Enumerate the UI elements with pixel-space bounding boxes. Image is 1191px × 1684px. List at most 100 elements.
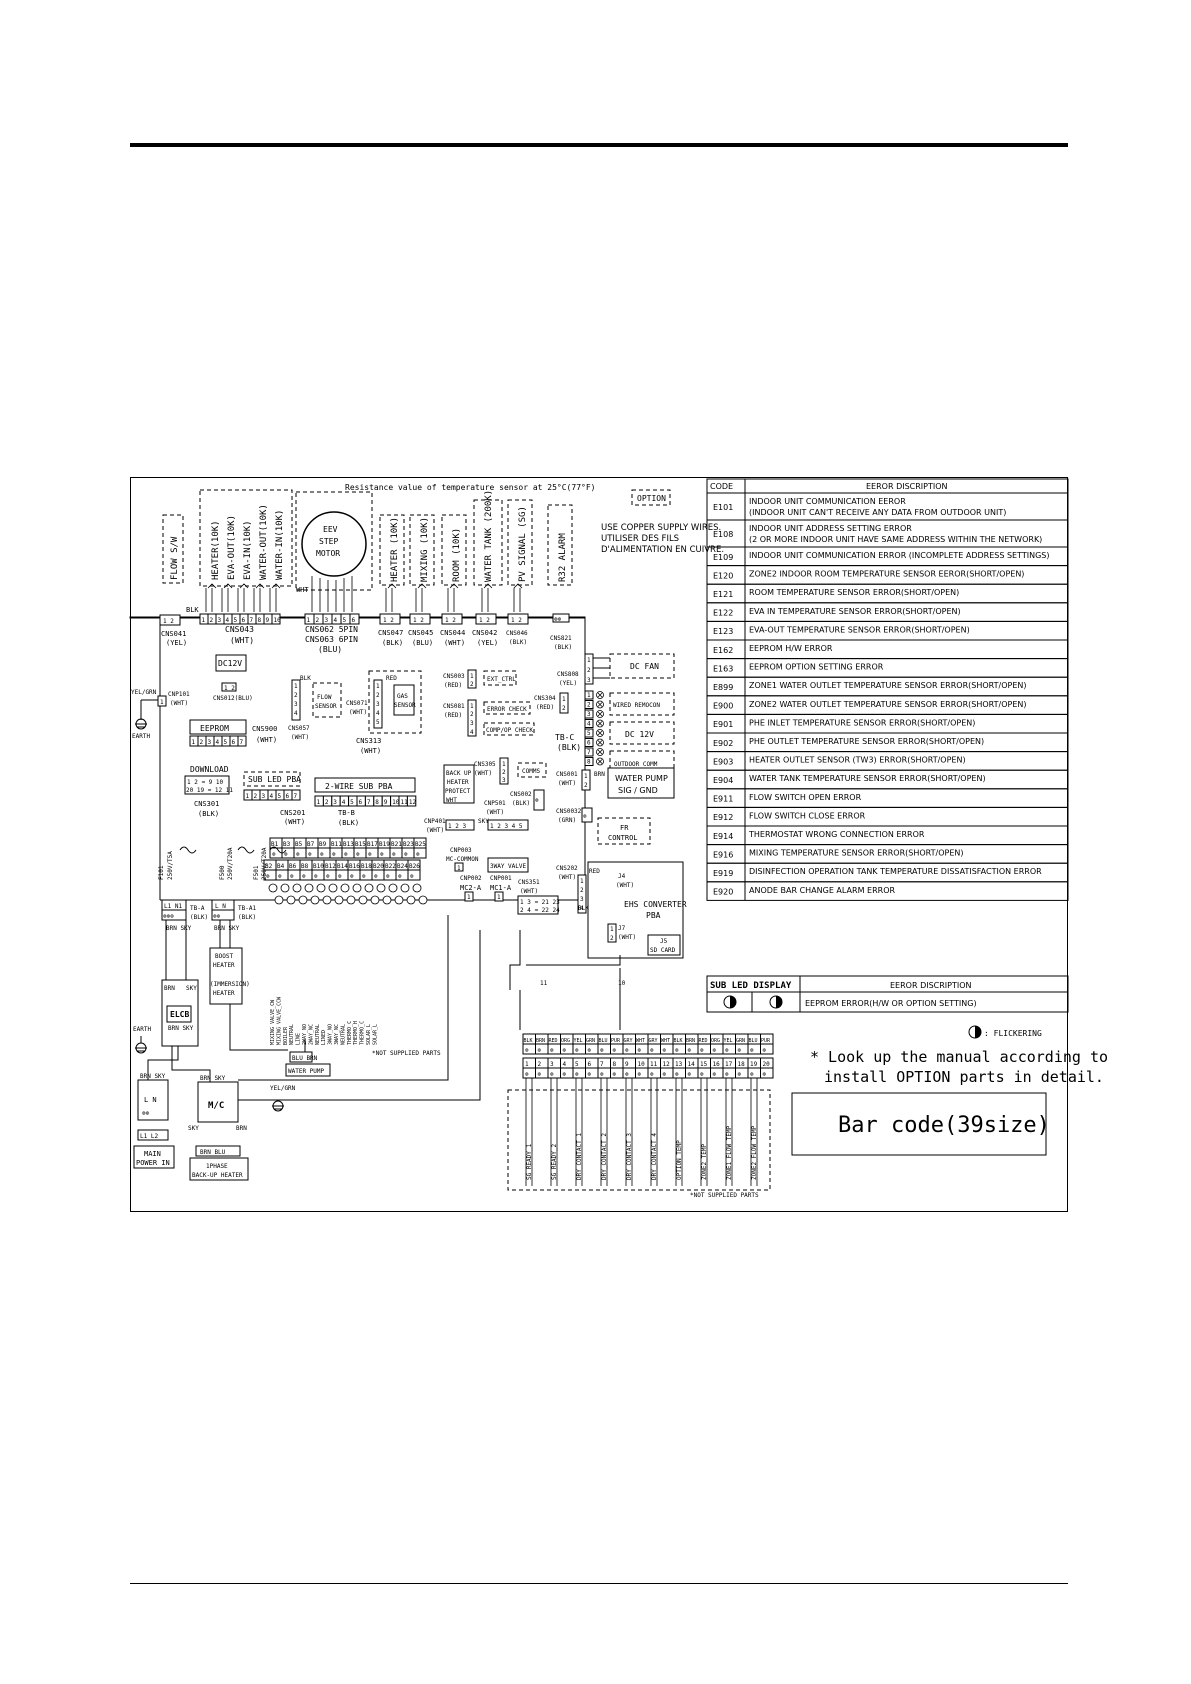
cnp001-label: CNP001 (490, 875, 512, 882)
field-term: ⊗ (538, 1047, 542, 1054)
tb-b-term: ⊗ (416, 851, 420, 858)
tb-b-output-label: MIXING VALVE_CW (270, 999, 276, 1045)
two-wire-pin: 4 (342, 799, 346, 806)
tb-a-color: (BLK) (190, 914, 208, 921)
tb-b-term: ⊗ (284, 851, 288, 858)
three-way-label: 3WAY VALVE (490, 863, 527, 870)
field-term2: ⊗ (688, 1071, 692, 1078)
cnp401-color: (WHT) (426, 827, 444, 834)
tb-c-num: 8 (587, 759, 591, 766)
copper-note-3: D'ALIMENTATION EN CUIVRE. (601, 545, 724, 555)
svg-text:1: 1 (610, 926, 614, 933)
red-wire: RED (589, 868, 600, 875)
two-wire-pin: 2 (325, 799, 329, 806)
field-signal-wire (725, 1078, 733, 1186)
field-terms2: ⊗⊗⊗⊗⊗⊗⊗⊗⊗⊗⊗⊗⊗⊗⊗⊗⊗⊗⊗⊗ (522, 1067, 774, 1079)
svg-text:3: 3 (580, 896, 584, 903)
field-term2: ⊗ (738, 1071, 742, 1078)
svg-text:WHT: WHT (446, 797, 457, 804)
tb-c-cross (597, 711, 603, 717)
cns305-label: CNS305 (474, 761, 496, 768)
tb-b-term: ⊗ (308, 851, 312, 858)
two-wire-pin: 3 (333, 799, 337, 806)
field-term: ⊗ (738, 1047, 742, 1054)
tb-b-term2: ⊗ (338, 873, 342, 880)
error-row (706, 881, 1069, 901)
field-number: 12 (663, 1061, 671, 1068)
cns808-label: CNS808 (557, 671, 579, 678)
cnp002-label: CNP002 (460, 875, 482, 882)
f101-rating: 250V/T5A (167, 851, 174, 880)
cns001-brn: BRN (594, 771, 605, 778)
sub-led-header: SUB LED DISPLAY (710, 981, 792, 991)
svg-text:⊗⊗: ⊗⊗ (554, 616, 562, 623)
sub-led-pin: 6 (286, 793, 290, 800)
back-up-3: PROTECT (445, 788, 471, 795)
cns047-color: (BLK) (382, 639, 403, 647)
two-wire-pin: 11 (401, 799, 409, 806)
field-number: 7 (600, 1061, 604, 1068)
field-color-label: RED (699, 1038, 708, 1044)
cns057-label: CNS057 (288, 725, 310, 732)
cns041-label: CNS041 (161, 630, 186, 638)
cns305-color: (WHT) (474, 770, 492, 777)
f501-rating: 250V/T20A (261, 847, 268, 880)
eev-pin: 5 (343, 617, 347, 624)
cns046-label: CNS046 (506, 630, 528, 637)
cnp401-label: CNP401 (424, 818, 446, 825)
tb-b-circle (400, 883, 410, 893)
tb-b-circle (298, 895, 308, 905)
field-signal-label: DRY_CONTACT_4 (651, 1133, 658, 1180)
field-color-label: GRN (736, 1038, 745, 1044)
cns043-pin: 3 (218, 617, 222, 624)
error-code-header: CODE (710, 482, 733, 491)
error-code: E121 (713, 590, 733, 599)
svg-text:2: 2 (470, 681, 474, 688)
svg-text:3: 3 (470, 720, 474, 727)
eeprom-pin: 5 (224, 739, 228, 746)
boost-heater-2: HEATER (213, 962, 235, 969)
two-wire-pin: 8 (375, 799, 379, 806)
svg-text:1 2 3: 1 2 3 (448, 823, 466, 830)
tb-c-label: TB-C (555, 733, 574, 742)
field-color-label: BLU (599, 1038, 608, 1044)
tb-b-circle (268, 883, 278, 893)
svg-text:1: 1 (160, 699, 164, 706)
cns012-label: CNS012(BLU) (213, 695, 253, 702)
eeprom-pin: 3 (208, 739, 212, 746)
cns047-label: CNS047 (378, 629, 403, 637)
tb-b-circle (406, 895, 416, 905)
error-code: E914 (713, 832, 733, 841)
svg-text:L N: L N (144, 1096, 157, 1104)
tb-b-terms2: ⊗⊗⊗⊗⊗⊗⊗⊗⊗⊗⊗⊗⊗ (263, 869, 421, 881)
field-term-box (760, 1043, 774, 1055)
tb-b-term2: ⊗ (410, 873, 414, 880)
j7-label: J7 (618, 925, 626, 932)
tb-b-top-label: B15 (355, 841, 366, 848)
tb-b-circle (388, 883, 398, 893)
field-term: ⊗ (725, 1047, 729, 1054)
error-desc: EEPROM H/W ERROR (749, 644, 833, 653)
yel-grn-label: YEL/GRN (131, 689, 157, 696)
dc12v-right-label: DC 12V (625, 730, 654, 739)
svg-text:⊗⊗⊗: ⊗⊗⊗ (163, 913, 174, 920)
tb-b-term: ⊗ (380, 851, 384, 858)
error-desc: ZONE2 WATER OUTLET TEMPERATURE SENSOR ER… (749, 700, 1026, 709)
tb-b-bottom-label: B4 (277, 863, 285, 870)
field-color-label: ORG (561, 1038, 570, 1044)
tb-b-output-label: BOILER (283, 1026, 289, 1045)
gas-sensor-label-1: GAS (397, 693, 408, 700)
gas-sensor-label-2: SENSOR (394, 702, 416, 709)
field-term2: ⊗ (725, 1071, 729, 1078)
two-wire-pin: 9 (384, 799, 388, 806)
tb-c-cross (597, 721, 603, 726)
field-term: ⊗ (613, 1047, 617, 1054)
mc2a-label: MC2-A (460, 884, 482, 892)
tb-b-term2: ⊗ (398, 873, 402, 880)
copper-note-1: USE COPPER SUPPLY WIRES. (601, 523, 721, 533)
tb-a1-label: TB-A1 (238, 905, 256, 912)
two-wire-label: 2-WIRE SUB PBA (325, 782, 393, 791)
error-check-label: ERROR CHECK (487, 706, 527, 713)
